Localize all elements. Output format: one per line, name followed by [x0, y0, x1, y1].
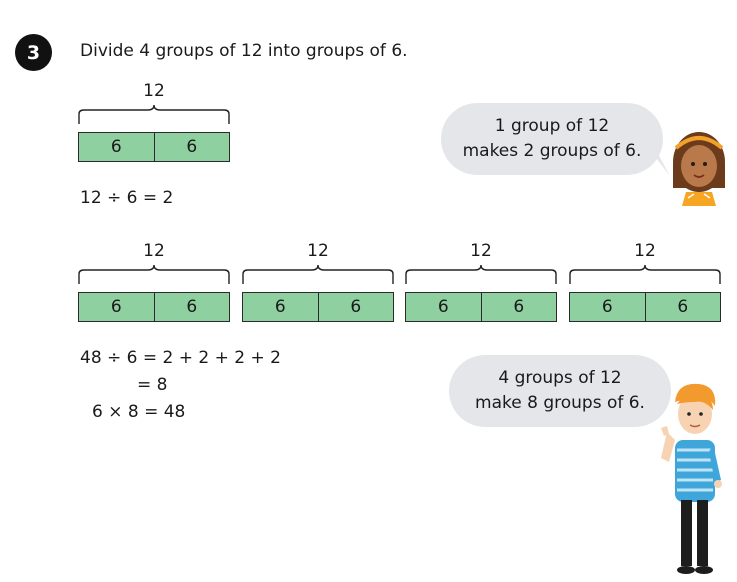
bottom-bar-model: 6 6	[78, 292, 230, 322]
girl-speech-bubble: 1 group of 12 makes 2 groups of 6.	[441, 103, 663, 175]
bar-cell: 6	[601, 297, 613, 317]
boy-speech-bubble: 4 groups of 12 make 8 groups of 6.	[449, 355, 671, 427]
working-line-2: = 8	[137, 375, 168, 395]
bubble-line: makes 2 groups of 6.	[462, 141, 642, 161]
bottom-model-bracket	[78, 264, 230, 286]
boy-character-illustration	[661, 383, 722, 574]
bottom-model-bracket	[569, 264, 721, 286]
top-model-label: 12	[143, 81, 165, 101]
bar-cell: 6	[317, 293, 394, 321]
girl-bubble-tail	[650, 150, 670, 176]
working-line-3: 6 × 8 = 48	[92, 402, 186, 422]
top-bar-model: 6 6	[78, 132, 230, 162]
bottom-bar-model: 6 6	[405, 292, 557, 322]
bottom-model-bracket	[405, 264, 557, 286]
girl-character-illustration	[673, 132, 725, 206]
bubble-line: make 8 groups of 6.	[475, 393, 645, 413]
bottom-model-label: 12	[470, 241, 492, 261]
bar-cell: 6	[480, 293, 557, 321]
bar-cell: 6	[153, 133, 230, 161]
question-text: Divide 4 groups of 12 into groups of 6.	[80, 41, 408, 61]
bottom-model-label: 12	[634, 241, 656, 261]
bottom-bar-model: 6 6	[242, 292, 394, 322]
working-line-1: 48 ÷ 6 = 2 + 2 + 2 + 2	[80, 348, 281, 368]
bubble-line: 1 group of 12	[494, 116, 610, 136]
bar-cell: 6	[644, 293, 721, 321]
bar-cell: 6	[110, 297, 122, 317]
bottom-bar-model: 6 6	[569, 292, 721, 322]
bar-cell: 6	[274, 297, 286, 317]
bottom-model-label: 12	[307, 241, 329, 261]
bar-cell: 6	[153, 293, 230, 321]
bubble-line: 4 groups of 12	[498, 368, 622, 388]
question-number-badge: 3	[15, 34, 52, 71]
top-equation: 12 ÷ 6 = 2	[80, 188, 174, 208]
bar-cell: 6	[437, 297, 449, 317]
bar-cell: 6	[110, 137, 122, 157]
bottom-model-bracket	[242, 264, 394, 286]
bottom-model-label: 12	[143, 241, 165, 261]
top-model-bracket	[78, 104, 230, 126]
